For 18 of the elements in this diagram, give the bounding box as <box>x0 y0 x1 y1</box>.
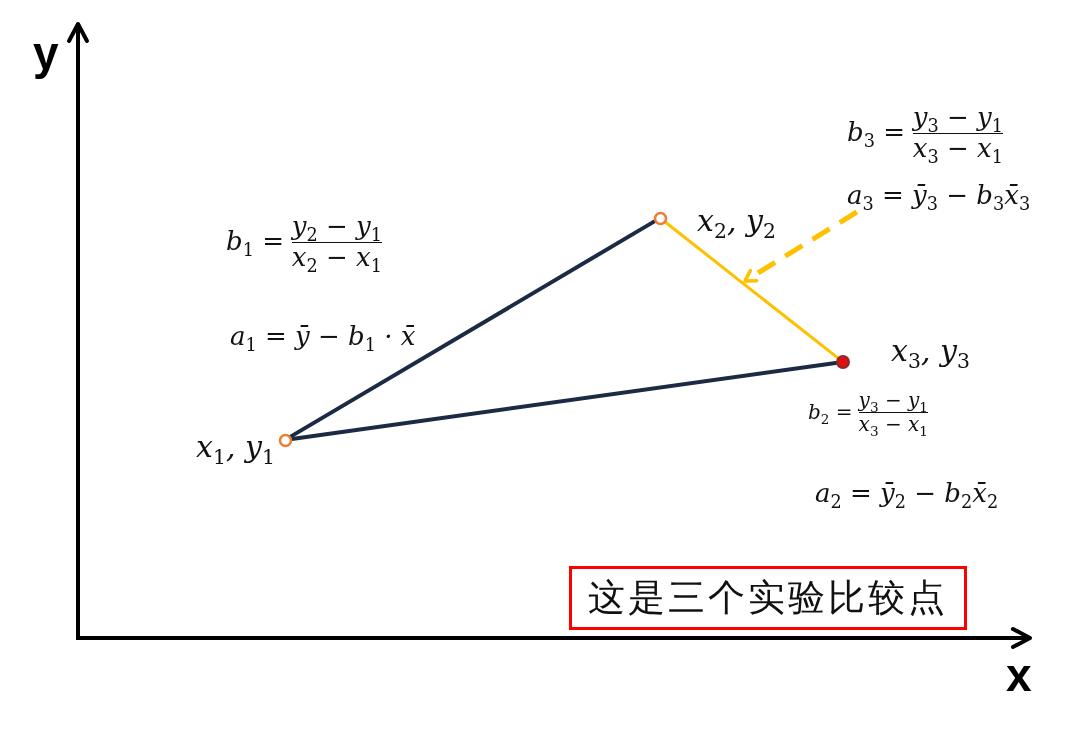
formula: a$_{1}$ = ȳ − b$_{1}$ · x̄ <box>230 322 416 352</box>
ring-icon <box>652 210 668 226</box>
formula: a$_{3}$ = ȳ$_{3}$ − b$_{3}$x̄$_{3}$ <box>847 181 1031 211</box>
leader-arrow <box>743 209 859 284</box>
ring-icon <box>277 432 293 448</box>
formula: b$_{1}$ = y$_{2}$ − y$_{1}$ x$_{2}$ − x$_{1}$ <box>226 212 382 273</box>
formula: b$_{3}$ = y$_{3}$ − y$_{1}$ x$_{3}$ − x$_{1}$ <box>847 103 1003 164</box>
line-segment <box>664 220 839 359</box>
point-label: x$_{3}$, y$_{3}$ <box>891 334 970 369</box>
line-segment <box>289 361 838 441</box>
dot-icon <box>835 354 851 370</box>
note-box: 这是三个实验比较点 <box>569 566 967 630</box>
line-segment <box>289 219 656 439</box>
axis-label: x <box>1006 652 1032 698</box>
point-label: x$_{1}$, y$_{1}$ <box>196 430 275 465</box>
formula: b$_{2}$ = y$_{3}$ − y$_{1}$ x$_{3}$ − x$_{1}$ <box>808 389 928 436</box>
formula: a$_{2}$ = ȳ$_{2}$ − b$_{2}$x̄$_{2}$ <box>815 479 999 509</box>
point-label: x$_{2}$, y$_{2}$ <box>697 204 776 239</box>
